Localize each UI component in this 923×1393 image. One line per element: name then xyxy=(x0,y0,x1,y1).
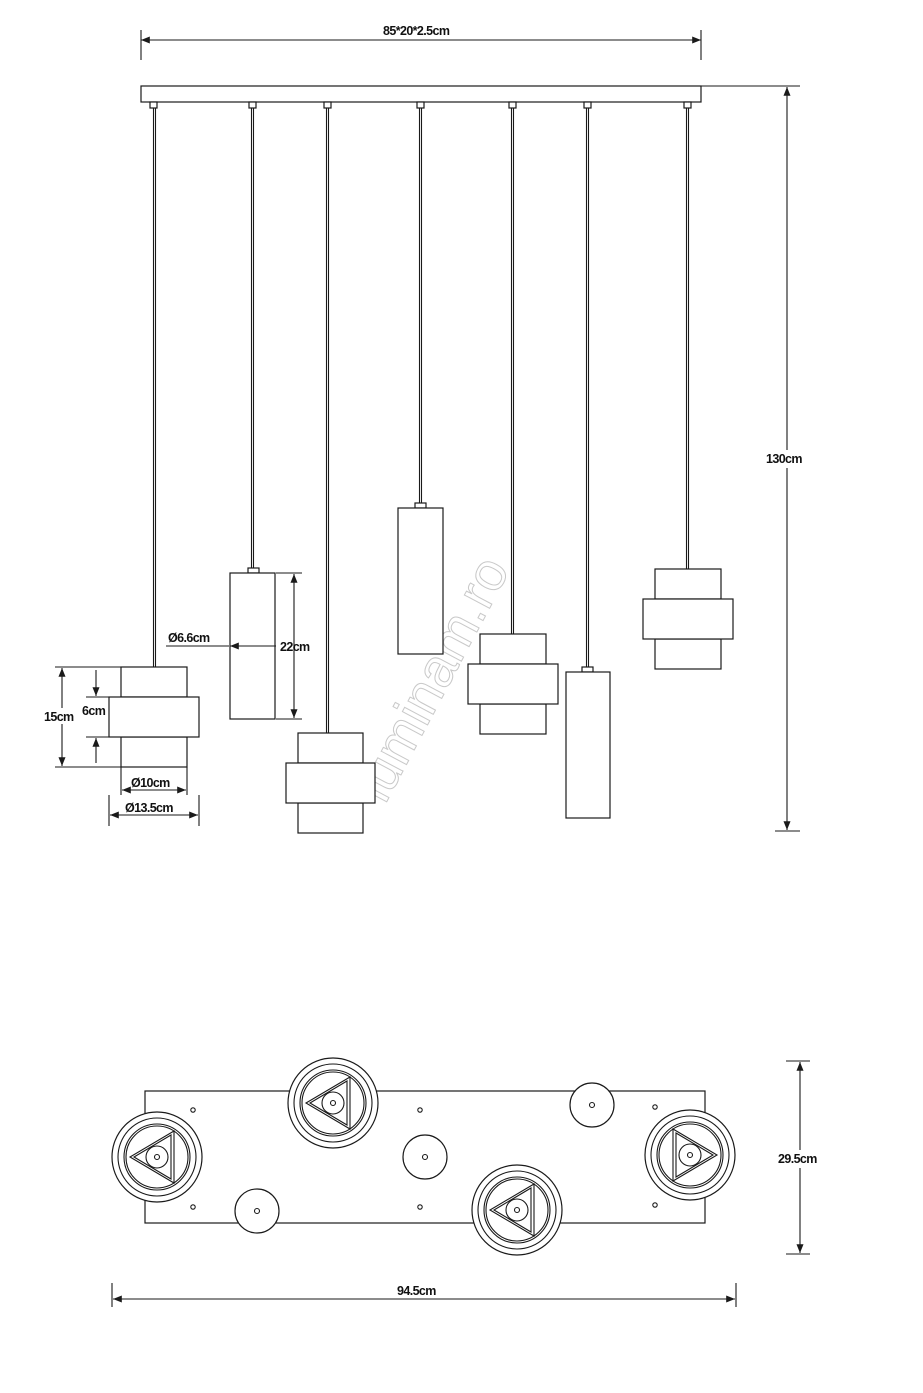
width-label: 94.5cm xyxy=(397,1284,436,1298)
canopy-dimension: 85*20*2.5cm xyxy=(140,24,702,60)
stepped-shade-4 xyxy=(642,568,734,670)
depth-label: 29.5cm xyxy=(778,1152,817,1166)
cables xyxy=(149,101,692,733)
tube-shade-top-3 xyxy=(569,1082,615,1128)
stepped-shade-top-3 xyxy=(471,1164,563,1256)
total-height-label: 130cm xyxy=(766,452,802,466)
stepped-shade-top-4 xyxy=(644,1109,736,1201)
width-dimension: 94.5cm xyxy=(111,1283,737,1307)
stepped-shade-dimensions: 15cm 6cm Ø10cm Ø13.5cm xyxy=(42,666,200,826)
inner-diameter-label: Ø10cm xyxy=(131,776,170,790)
stepped-shade-1 xyxy=(108,666,200,768)
tube-shade-2 xyxy=(397,502,444,655)
stepped-shade-3 xyxy=(467,633,559,735)
top-view: 29.5cm 94.5cm xyxy=(111,1057,826,1307)
stepped-shade-2 xyxy=(285,732,376,834)
canopy-bar xyxy=(140,85,702,103)
tube-height-label: 22cm xyxy=(280,640,310,654)
total-height-dimension: 130cm xyxy=(700,85,808,832)
front-view: 85*20*2.5cm 130cm xyxy=(42,24,808,834)
tube-shade-3 xyxy=(565,666,611,819)
tube-shade-1 xyxy=(229,567,276,720)
outer-diameter-label: Ø13.5cm xyxy=(125,801,173,815)
depth-dimension: 29.5cm xyxy=(778,1060,826,1255)
tube-diameter-label: Ø6.6cm xyxy=(168,631,210,645)
canopy-dimension-label: 85*20*2.5cm xyxy=(383,24,450,38)
mounting-screws xyxy=(190,1104,658,1210)
stepped-shade-top-2 xyxy=(287,1057,379,1149)
band-6cm-label: 6cm xyxy=(82,704,106,718)
stepped-shade-top-1 xyxy=(111,1111,203,1203)
tube-dimensions: Ø6.6cm 22cm xyxy=(166,572,311,720)
tube-shade-top-2 xyxy=(402,1134,448,1180)
height-15cm-label: 15cm xyxy=(44,710,74,724)
tube-shade-top-1 xyxy=(234,1188,280,1234)
